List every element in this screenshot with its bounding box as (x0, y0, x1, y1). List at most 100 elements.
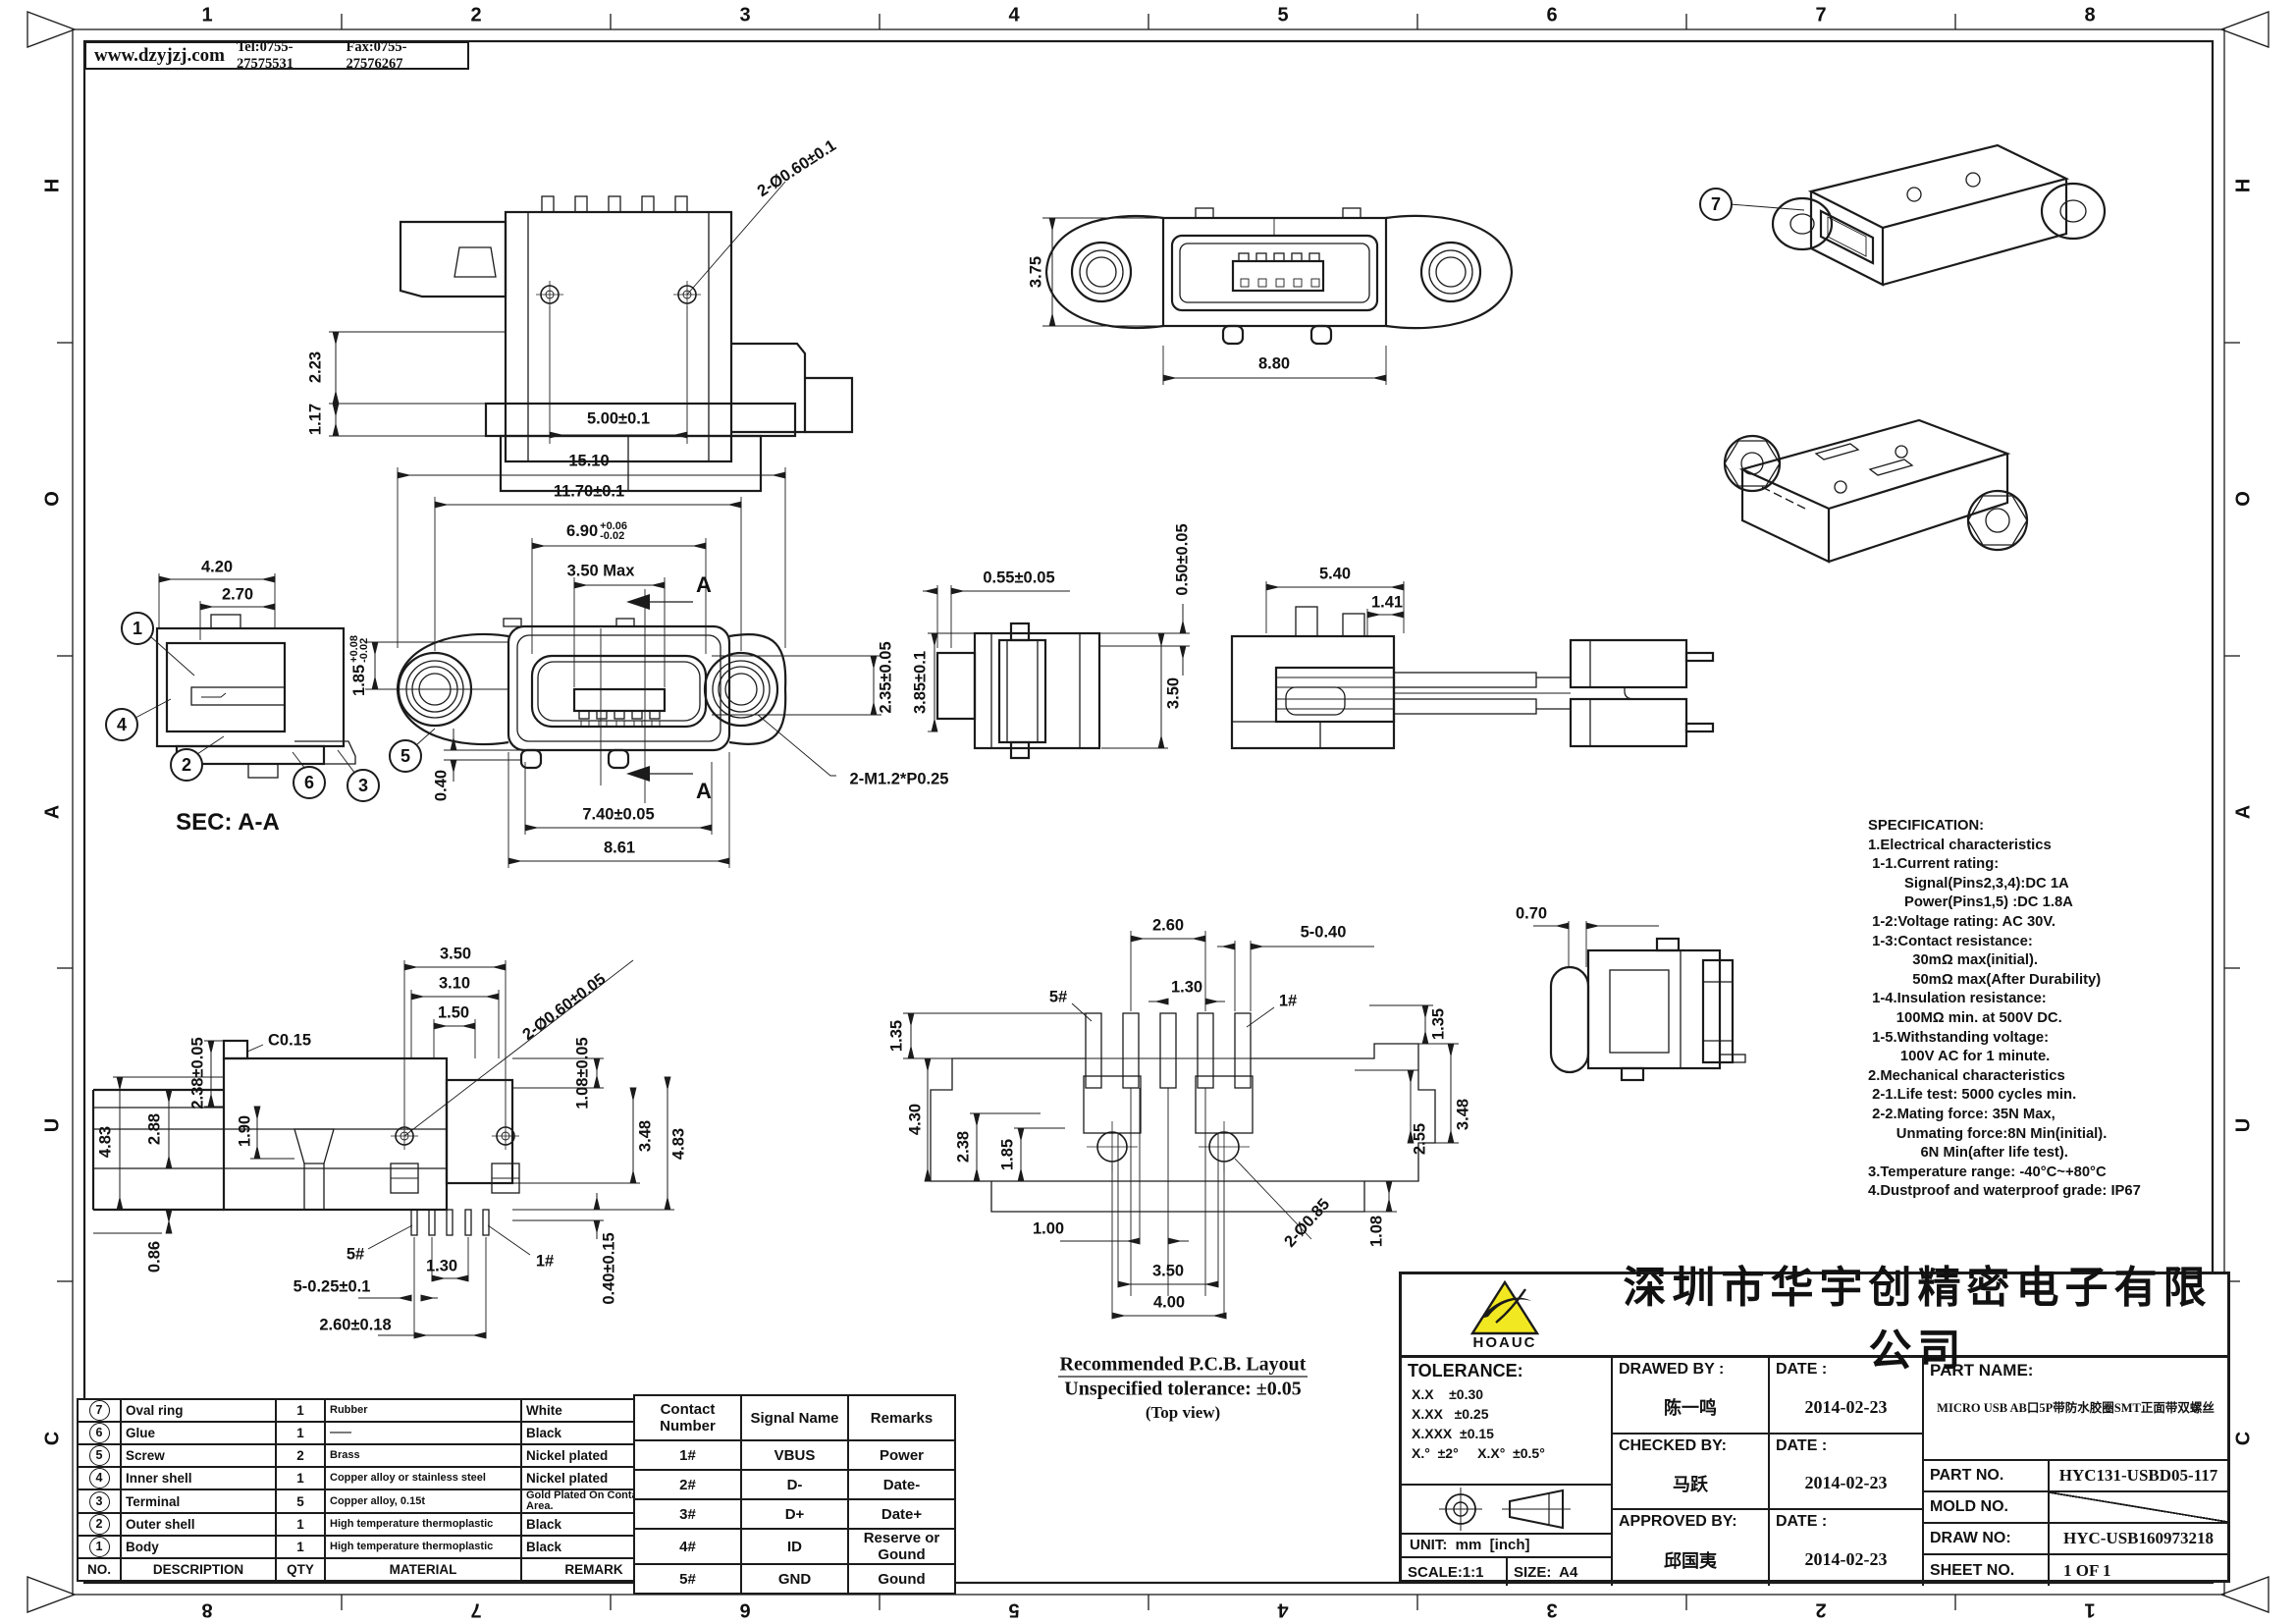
spec-line: 1-1.Current rating: (1868, 856, 2000, 873)
contact-cell: Power (847, 1439, 956, 1471)
date-label-1: DATE : (1776, 1361, 1828, 1378)
dim-label: 0.40±0.15 (600, 1232, 618, 1305)
contact-cell: Date- (847, 1469, 956, 1500)
contact-row: 2#D-Date- (633, 1469, 956, 1500)
material-header: MATERIAL (324, 1557, 522, 1582)
scale-label: SCALE:1:1 (1408, 1563, 1484, 1581)
dim-label: 2.70 (221, 585, 254, 604)
contact-cell: GND (740, 1563, 849, 1595)
dim-label: 2.38±0.05 (188, 1037, 207, 1110)
contact-row: 3#D+Date+ (633, 1498, 956, 1530)
contact-cell: 5# (633, 1563, 742, 1595)
approved-date: 2014-02-23 (1804, 1549, 1888, 1569)
contact-cell: 1# (633, 1439, 742, 1471)
balloon-callout: 2 (170, 748, 203, 782)
scale-cell: SCALE:1:1 (1402, 1558, 1508, 1586)
spec-line: 100V AC for 1 minute. (1868, 1049, 2051, 1065)
dim-label: 4.00 (1152, 1293, 1186, 1312)
balloon-callout: 4 (105, 708, 138, 741)
approved-by-cell: APPROVED BY: 邱国夷 (1613, 1510, 1770, 1586)
dim-label: 0.40 (432, 769, 451, 802)
spec-line: Signal(Pins2,3,4):DC 1A (1868, 875, 2069, 892)
vendor-website: www.dzyjzj.com (94, 44, 225, 66)
dim-label: 0.86 (145, 1240, 164, 1273)
dim-label: 1.90 (236, 1114, 254, 1148)
dim-label: 3.85±0.1 (911, 650, 930, 715)
spec-line: Unmating force:8N Min(initial). (1868, 1125, 2108, 1142)
dim-label: 1# (1278, 992, 1298, 1010)
checked-by-cell: CHECKED BY: 马跃 (1613, 1435, 1770, 1510)
dim-label: 2.88 (145, 1112, 164, 1146)
material-cell: Rubber (324, 1398, 522, 1423)
material-cell: 1 (275, 1398, 326, 1423)
material-cell: Brass (324, 1443, 522, 1468)
material-cell: 5 (275, 1489, 326, 1514)
material-cell: Oval ring (120, 1398, 277, 1423)
item-balloon-number: 7 (88, 1400, 110, 1421)
dim-label: 2.35±0.05 (877, 641, 895, 714)
material-cell: 1 (275, 1466, 326, 1490)
size-cell: SIZE: A4 (1508, 1558, 1613, 1586)
dim-label: 2-M1.2*P0.25 (849, 770, 949, 788)
draw-no-label: DRAW NO: (1930, 1530, 2011, 1546)
dim-label: 5-0.25±0.1 (293, 1277, 371, 1296)
draw-no-label-cell: DRAW NO: (1924, 1524, 2050, 1555)
drawn-by-name: 陈一鸣 (1664, 1398, 1717, 1418)
contact-cell: D- (740, 1469, 849, 1500)
approved-date-cell: DATE : 2014-02-23 (1770, 1510, 1924, 1586)
dim-label: 1.08 (1367, 1215, 1386, 1248)
zone-number-top: 7 (1815, 4, 1827, 27)
contact-cell: Gound (847, 1563, 956, 1595)
spec-line: 2.Mechanical characteristics (1868, 1067, 2065, 1084)
dim-label: 2.55 (1411, 1122, 1429, 1156)
material-cell: Inner shell (120, 1466, 277, 1490)
item-balloon-number: 6 (88, 1423, 110, 1443)
item-balloon-number: 4 (88, 1468, 110, 1489)
balloon-callout: 1 (121, 612, 154, 645)
dim-label: 6.90+0.06-0.02 (566, 520, 627, 542)
dim-label: 5.00±0.1 (586, 409, 651, 428)
part-no-label: PART NO. (1930, 1467, 2004, 1484)
material-cell: Copper alloy, 0.15t (324, 1489, 522, 1514)
tolerance-line: X.X ±0.30 (1412, 1386, 1484, 1402)
item-balloon-number: 2 (88, 1514, 110, 1535)
dim-label: 1.50 (437, 1003, 470, 1022)
dim-label: 3.75 (1027, 255, 1045, 289)
dim-label: 8.61 (603, 839, 636, 857)
tolerance-line: X.XX ±0.25 (1412, 1406, 1489, 1422)
material-cell: High temperature thermoplastic (324, 1512, 522, 1537)
dim-label: 2.60±0.18 (319, 1316, 392, 1334)
vendor-tel: Tel:0755-27575531 (236, 38, 294, 72)
spec-line: 30mΩ max(initial). (1868, 952, 2039, 969)
contact-cell: Date+ (847, 1498, 956, 1530)
checked-by-label: CHECKED BY: (1619, 1437, 1727, 1454)
part-name-label: PART NAME: (1930, 1361, 2034, 1380)
dim-label: 1.35 (1429, 1007, 1448, 1041)
material-cell: Copper alloy or stainless steel (324, 1466, 522, 1490)
material-header: DESCRIPTION (120, 1557, 277, 1582)
zone-number-top: 5 (1277, 4, 1289, 27)
spec-line: 1-3:Contact resistance: (1868, 933, 2033, 949)
material-cell: Screw (120, 1443, 277, 1468)
balloon-callout: 5 (389, 739, 422, 773)
dim-label: 1.08±0.05 (573, 1037, 592, 1110)
dim-label: 3.50 Max (566, 562, 635, 580)
mold-no-label: MOLD NO. (1930, 1498, 2008, 1515)
vendor-header: www.dzyjzj.com Tel:0755-27575531 Fax:075… (84, 38, 469, 72)
contact-header: Signal Name (740, 1394, 849, 1441)
material-cell: Body (120, 1535, 277, 1559)
dim-label: 1.17 (306, 403, 325, 436)
approved-by-label: APPROVED BY: (1619, 1513, 1737, 1530)
pcb-note-title: Recommended P.C.B. Layout (1059, 1353, 1307, 1376)
material-cell: Glue (120, 1421, 277, 1445)
spec-line: 1-5.Withstanding voltage: (1868, 1029, 2050, 1046)
drawn-by-cell: DRAWED BY : 陈一鸣 (1613, 1358, 1770, 1435)
dim-label: 4.20 (200, 558, 234, 576)
